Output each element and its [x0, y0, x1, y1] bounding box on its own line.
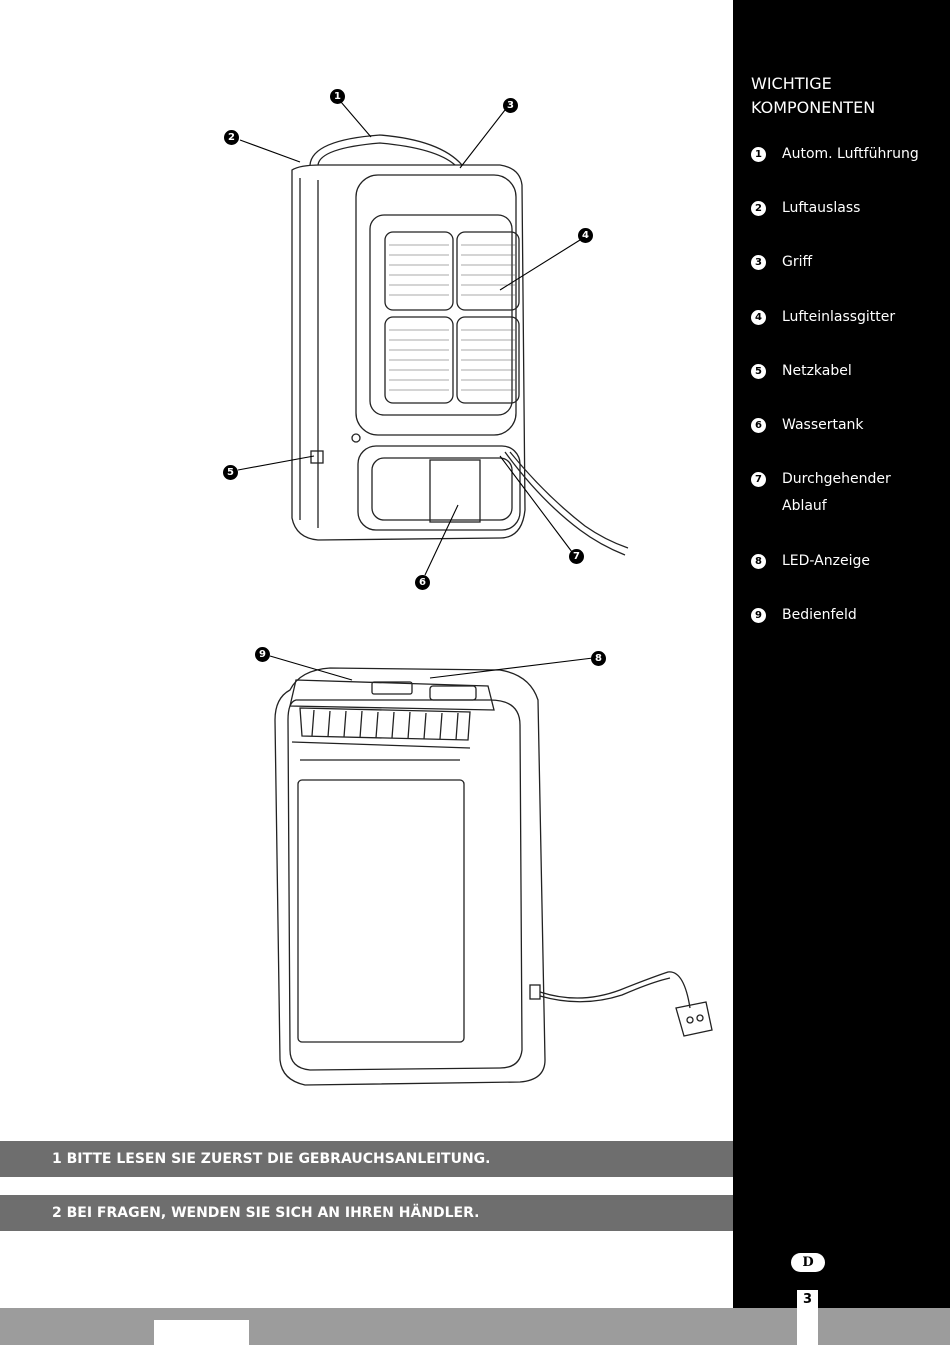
component-item-2: 2 Luftauslass: [751, 195, 946, 222]
language-badge: D: [791, 1253, 825, 1272]
callout-7: 7: [569, 549, 584, 564]
callout-2: 2: [224, 130, 239, 145]
component-number: 8: [751, 554, 766, 569]
component-number: 4: [751, 310, 766, 325]
callout-1: 1: [330, 89, 345, 104]
component-label: Netzkabel: [782, 363, 852, 379]
callout-5: 5: [223, 465, 238, 480]
component-number: 2: [751, 201, 766, 216]
component-item-8: 8 LED-Anzeige: [751, 548, 946, 575]
component-number: 3: [751, 255, 766, 270]
instruction-banner-2: 2 BEI FRAGEN, WENDEN SIE SICH AN IHREN H…: [0, 1195, 733, 1231]
component-item-4: 4 Lufteinlassgitter: [751, 304, 946, 331]
component-label: Bedienfeld: [782, 607, 857, 623]
component-item-3: 3 Griff: [751, 249, 946, 276]
component-item-6: 6 Wassertank: [751, 412, 946, 439]
front-view-illustration: [274, 667, 713, 1086]
component-label: Lufteinlassgitter: [782, 309, 896, 325]
callout-leader-lines: [237, 101, 594, 681]
footer-white-block: [154, 1320, 249, 1345]
rear-view-illustration: [291, 134, 629, 556]
component-label: Luftauslass: [782, 200, 861, 216]
component-item-9: 9 Bedienfeld: [751, 602, 946, 629]
component-label: Griff: [782, 254, 813, 270]
instruction-banner-1: 1 BITTE LESEN SIE ZUERST DIE GEBRAUCHSAN…: [0, 1141, 733, 1177]
component-item-5: 5 Netzkabel: [751, 358, 946, 385]
device-illustrations: [237, 101, 713, 1086]
callout-9: 9: [255, 647, 270, 662]
component-item-7: 7 Durchgehender Ablauf: [751, 466, 901, 520]
callout-6: 6: [415, 575, 430, 590]
component-number: 1: [751, 147, 766, 162]
grille-hatching: [389, 244, 515, 391]
component-number: 6: [751, 418, 766, 433]
component-number: 9: [751, 608, 766, 623]
page-number: 3: [797, 1290, 818, 1345]
sidebar-panel: [733, 0, 950, 1345]
callout-4: 4: [578, 228, 593, 243]
component-label: Autom. Luftführung: [782, 146, 919, 162]
callout-8: 8: [591, 651, 606, 666]
component-label: Wassertank: [782, 417, 864, 433]
component-label: LED-Anzeige: [782, 553, 870, 569]
component-number: 5: [751, 364, 766, 379]
sidebar-title: WICHTIGE KOMPONENTEN: [751, 74, 876, 117]
component-item-1: 1 Autom. Luftführung: [751, 141, 946, 168]
component-number: 7: [751, 472, 766, 487]
component-label: Durchgehender Ablauf: [782, 471, 891, 514]
callout-3: 3: [503, 98, 518, 113]
